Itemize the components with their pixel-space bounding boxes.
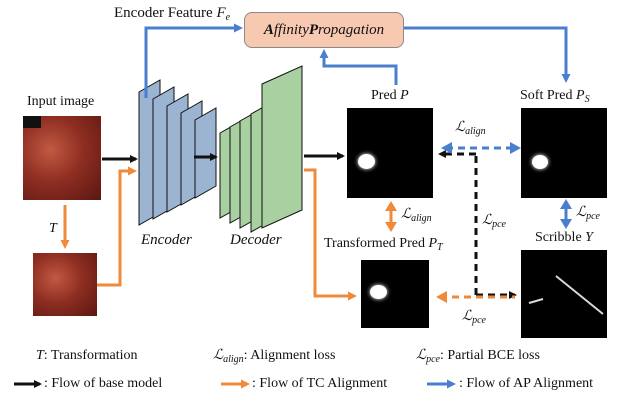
transformed-input-image (33, 253, 97, 316)
align-loss-label-top: ℒalign (455, 120, 486, 137)
decoder-block (219, 65, 303, 233)
legend-alignment-loss: ℒalign: Alignment loss (213, 348, 336, 365)
align-loss-label-vertical: ℒalign (401, 207, 432, 224)
pred-blob (358, 154, 375, 169)
transformed-pred-blob (370, 285, 387, 299)
decoder-label: Decoder (230, 232, 282, 248)
transformed-pred-image (361, 260, 429, 328)
soft-pred-label: Soft Pred PS (520, 88, 590, 105)
scribble-label: Scribble Y (535, 230, 593, 245)
scribble-strokes (528, 275, 604, 315)
pred-label: Pred P (371, 88, 409, 103)
flow-ap-arrows (144, 23, 572, 229)
transformed-pred-label: Transformed Pred PT (324, 236, 443, 253)
transform-label: T (49, 221, 57, 236)
pce-loss-label-bottom: ℒpce (462, 309, 486, 326)
pce-loss-label-right: ℒpce (576, 205, 600, 222)
soft-pred-image (521, 108, 607, 198)
soft-pred-blob (532, 155, 548, 169)
pred-image (347, 108, 433, 198)
legend-transformation: T: Transformation (36, 348, 138, 363)
input-image-label: Input image (27, 94, 95, 109)
flow-base-arrows (102, 150, 517, 299)
image-corner-mask (23, 116, 41, 128)
encoder-label: Encoder (141, 232, 192, 248)
pce-loss-label-vertical: ℒpce (482, 213, 506, 230)
legend-partial-bce-loss: ℒpce: Partial BCE loss (416, 348, 540, 365)
legend-flow-base: : Flow of base model (44, 376, 163, 391)
legend-flow-ap: : Flow of AP Alignment (459, 376, 594, 391)
encoder-feature-label: Encoder Feature Fe (114, 5, 231, 23)
scribble-image (521, 250, 607, 338)
flow-tc-arrows (60, 166, 515, 303)
encoder-block (138, 79, 217, 226)
legend-flow-tc: : Flow of TC Alignment (252, 376, 388, 391)
input-image (23, 116, 101, 200)
